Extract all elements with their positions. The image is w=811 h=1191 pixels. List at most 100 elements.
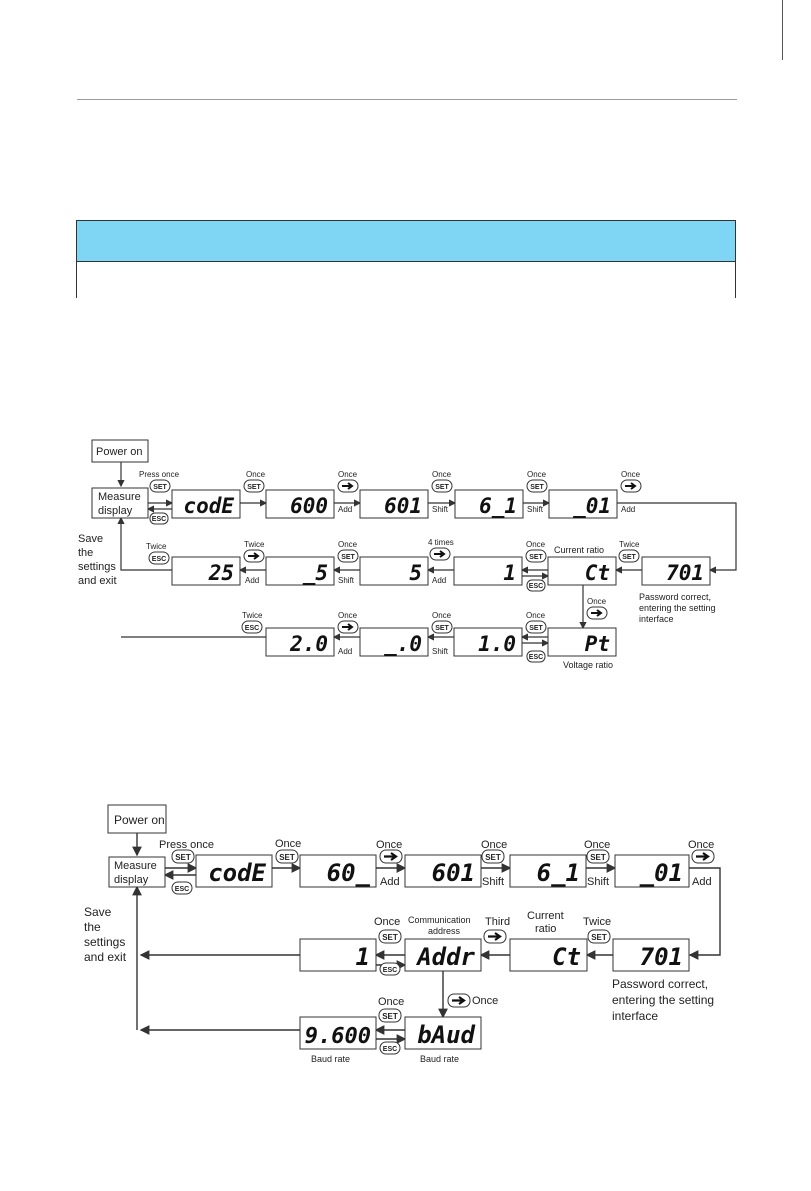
right-arrow-button-icon (243, 549, 265, 563)
measure-label: Measure (98, 491, 141, 503)
right-arrow-button-icon (620, 479, 642, 493)
display-label: display (98, 505, 133, 517)
settings-label: settings (84, 935, 125, 949)
action-label: Shift (338, 576, 355, 585)
step-label: Once (432, 611, 452, 620)
note-body (77, 262, 735, 299)
lcd-display: 701 (612, 938, 690, 972)
step-label: Once (378, 996, 404, 1008)
svg-text:SET: SET (435, 625, 449, 632)
svg-text:601: 601 (384, 494, 422, 518)
set-button-icon: SET (275, 849, 299, 864)
svg-text:2.0: 2.0 (289, 632, 328, 656)
step-label: Once (338, 470, 358, 479)
set-button-icon: SET (243, 479, 265, 493)
svg-text:SET: SET (485, 853, 501, 862)
and-exit-label: and exit (78, 575, 117, 587)
lcd-display: 6_1 (454, 489, 524, 519)
set-button-icon: SET (149, 479, 171, 493)
password-note: interface (639, 614, 674, 624)
step-label: Once (246, 470, 266, 479)
svg-text:_5: _5 (303, 561, 328, 585)
display-label: display (114, 874, 149, 886)
svg-text:SET: SET (247, 484, 261, 491)
lcd-display: Ct (547, 556, 617, 586)
svg-text:1: 1 (356, 943, 370, 971)
lcd-display: 601 (359, 489, 429, 519)
lcd-display: 2.0 (265, 627, 335, 657)
power-on-box (91, 439, 149, 463)
svg-text:_01: _01 (640, 859, 683, 887)
measure-display-box (108, 856, 166, 888)
lcd-display: 600 (265, 489, 335, 519)
step-label: Once (587, 597, 607, 606)
esc-button-icon: ESC (149, 512, 169, 525)
note-box (76, 220, 736, 299)
current-ratio-label: ratio (535, 923, 556, 935)
action-label: Add (432, 576, 446, 585)
svg-text:_.0: _.0 (384, 632, 422, 656)
action-label: Shift (527, 505, 544, 514)
svg-text:codE: codE (183, 494, 234, 518)
lcd-display: _.0 (359, 627, 429, 657)
power-on-label: Power on (114, 813, 165, 827)
set-button-icon: SET (526, 479, 548, 493)
step-label: Twice (619, 540, 640, 549)
set-button-icon: SET (378, 1008, 402, 1023)
password-note: entering the setting (639, 603, 716, 613)
step-label: Once (472, 995, 498, 1007)
step-label: Once (526, 611, 546, 620)
set-button-icon: SET (618, 549, 640, 563)
esc-button-icon: ESC (379, 962, 401, 976)
step-label: Third (485, 916, 510, 928)
svg-text:codE: codE (208, 859, 266, 887)
lcd-display: 60_ (299, 854, 377, 888)
svg-text:SET: SET (382, 1012, 398, 1021)
set-button-icon: SET (378, 929, 402, 944)
right-arrow-button-icon (379, 849, 403, 864)
svg-text:6_1: 6_1 (479, 494, 517, 518)
step-label: Twice (583, 916, 611, 928)
svg-text:ESC: ESC (152, 516, 166, 523)
communication-setting-flowchart: Power on Measure display Save the settin… (84, 804, 721, 1064)
step-label: Press once (159, 839, 214, 851)
note-header (77, 221, 735, 262)
comm-address-label: Communication (408, 915, 471, 925)
right-arrow-button-icon (586, 606, 608, 620)
svg-text:9.600: 9.600 (305, 1024, 371, 1049)
page-edge-line (782, 0, 783, 60)
svg-text:1: 1 (503, 561, 516, 585)
esc-button-icon: ESC (171, 881, 193, 895)
action-label: Add (338, 505, 352, 514)
measure-display-box (91, 487, 149, 519)
svg-text:SET: SET (622, 554, 636, 561)
set-button-icon: SET (525, 549, 547, 563)
step-label: Twice (146, 542, 167, 551)
svg-text:SET: SET (435, 484, 449, 491)
baud-rate-label: Baud rate (420, 1054, 459, 1064)
esc-button-icon: ESC (241, 620, 263, 634)
step-label: 4 times (428, 538, 454, 547)
action-label: Shift (587, 876, 609, 888)
action-label: Add (621, 505, 635, 514)
step-label: Once (338, 611, 358, 620)
password-note: entering the setting (612, 993, 714, 1007)
svg-text:ESC: ESC (245, 625, 259, 632)
svg-text:_01: _01 (573, 494, 611, 518)
svg-text:Pt: Pt (585, 632, 610, 656)
step-label: Once (621, 470, 641, 479)
lcd-display: 25 (171, 556, 241, 586)
action-label: Add (338, 647, 352, 656)
lcd-display: bAud (404, 1016, 482, 1050)
the-label: the (84, 920, 101, 934)
lcd-display: _01 (548, 489, 618, 519)
current-ratio-label: Current ratio (554, 545, 604, 555)
set-button-icon: SET (525, 620, 547, 634)
svg-text:SET: SET (153, 484, 167, 491)
step-label: Twice (244, 540, 265, 549)
set-button-icon: SET (171, 849, 195, 864)
svg-text:25: 25 (208, 561, 234, 585)
step-label: Once (584, 839, 610, 851)
power-on-box (107, 804, 167, 834)
step-label: Once (526, 540, 546, 549)
